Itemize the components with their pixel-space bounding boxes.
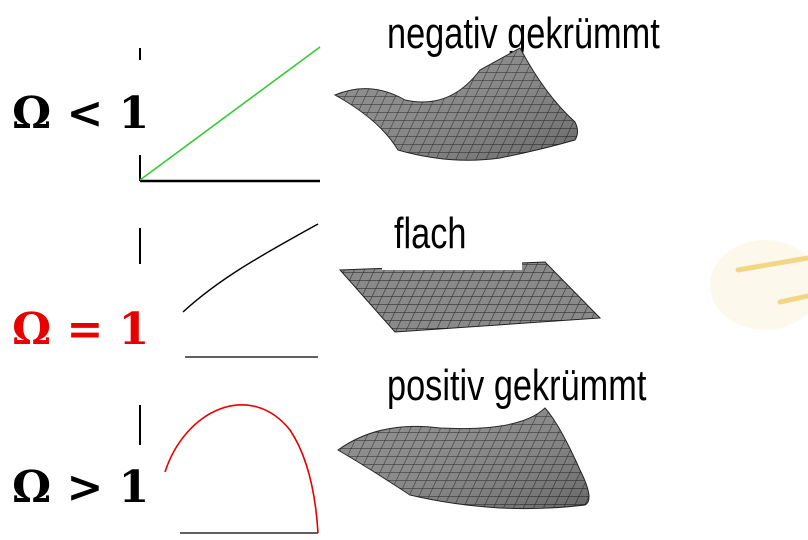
label-positive-curvature: positiv gekrümmt [387, 361, 647, 410]
label-negative-curvature: negativ gekrümmt [387, 9, 660, 58]
condition-omega-greater-than-one: Ω > 1 [12, 462, 150, 513]
plot-flat-universe [139, 223, 319, 358]
expansion-curve-closed [164, 404, 319, 534]
surface-dome [337, 407, 590, 510]
expansion-curve-open [139, 46, 321, 181]
plot-open-universe [139, 46, 321, 183]
expansion-curve-flat [182, 223, 319, 313]
label-flat: flach [394, 209, 467, 258]
light-rays-decoration [710, 240, 808, 330]
condition-omega-equals-one: Ω = 1 [12, 304, 150, 355]
surface-saddle [333, 47, 578, 161]
surface-flat [338, 250, 602, 333]
condition-omega-less-than-one: Ω < 1 [12, 88, 150, 139]
plot-closed-universe [139, 404, 319, 534]
